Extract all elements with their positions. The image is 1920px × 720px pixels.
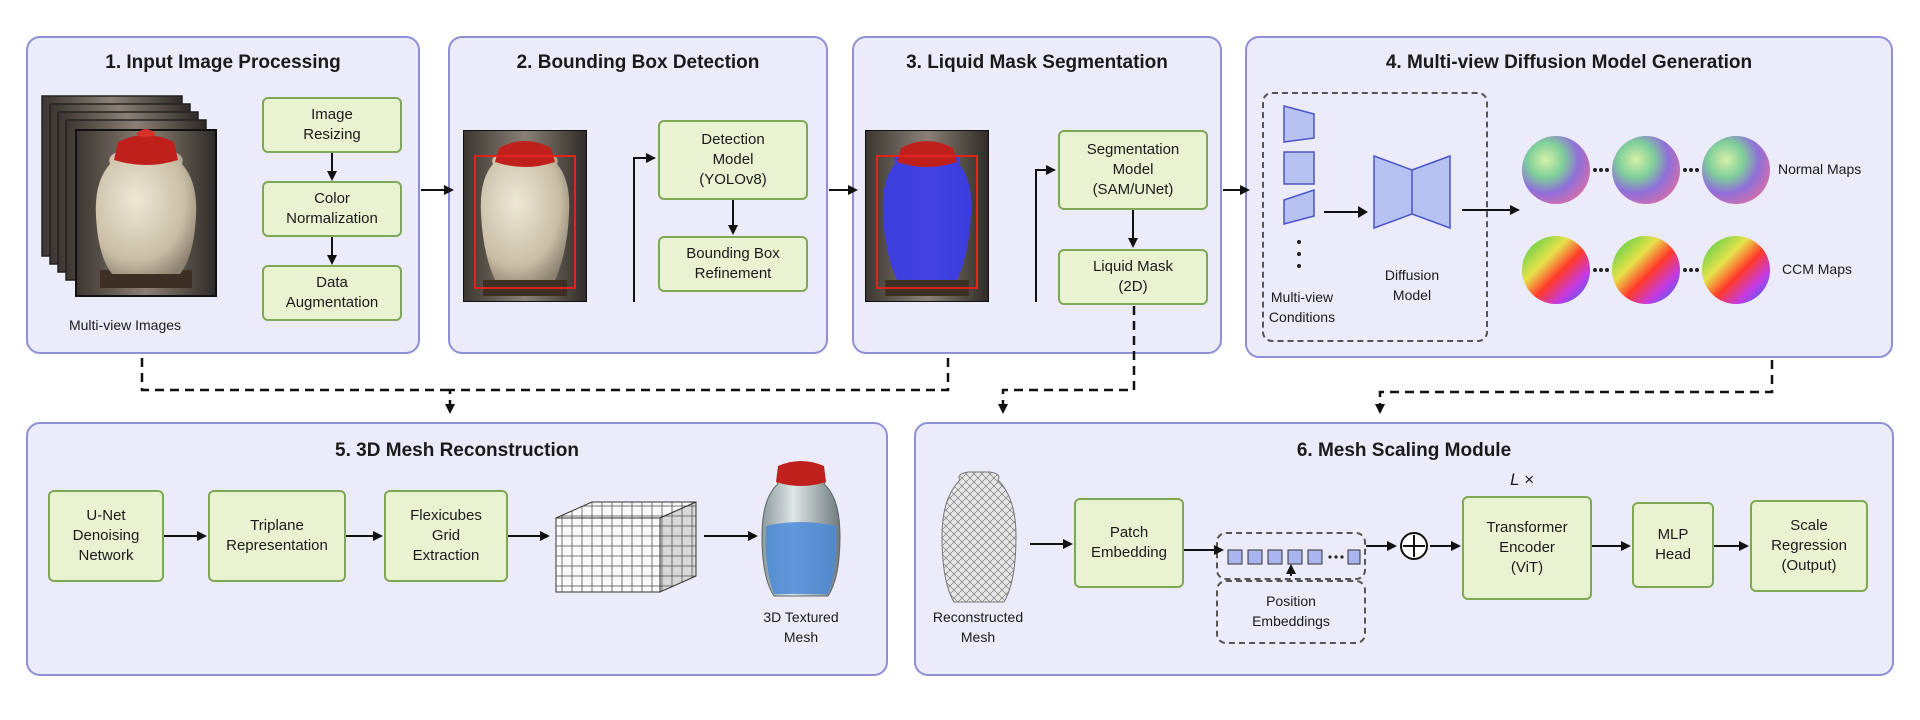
image-resizing-box: Image Resizing bbox=[262, 97, 402, 153]
arrow-icon bbox=[1324, 206, 1368, 218]
diffusion-input-group bbox=[1262, 92, 1488, 342]
embedding-token-group bbox=[1216, 532, 1366, 580]
condition-views bbox=[1283, 105, 1315, 268]
liquid-mask-box: Liquid Mask (2D) bbox=[1058, 249, 1208, 305]
diffusion-contents bbox=[1283, 105, 1451, 268]
data-augmentation-box: Data Augmentation bbox=[262, 265, 402, 321]
jar-photo bbox=[75, 129, 217, 297]
dashed-link-p1-to-p5 bbox=[140, 358, 450, 392]
liquid-mask-photo bbox=[865, 130, 989, 302]
scale-regression-box: Scale Regression (Output) bbox=[1750, 500, 1868, 592]
color-normalization-box: Color Normalization bbox=[262, 181, 402, 237]
normal-maps-label: Normal Maps bbox=[1778, 161, 1862, 177]
panel-title: 4. Multi-view Diffusion Model Generation bbox=[1385, 52, 1753, 73]
plus-circle-icon bbox=[1400, 532, 1428, 560]
ccm-map-sphere-row bbox=[1522, 236, 1770, 304]
segmentation-model-box: Segmentation Model (SAM/UNet) bbox=[1058, 130, 1208, 210]
diffusion-model-shape bbox=[1373, 154, 1451, 230]
mlp-head-box: MLP Head bbox=[1632, 502, 1714, 588]
diffusion-model-label: Diffusion Model bbox=[1384, 267, 1440, 303]
layer-repeat-label: L × bbox=[1510, 470, 1534, 489]
bounding-box-refinement-box: Bounding Box Refinement bbox=[658, 236, 808, 292]
textured-mesh-label: 3D Textured Mesh bbox=[763, 609, 839, 645]
panel-title: 2. Bounding Box Detection bbox=[516, 52, 760, 73]
panel-title: 1. Input Image Processing bbox=[105, 52, 341, 73]
panel-title: 5. 3D Mesh Reconstruction bbox=[335, 440, 579, 461]
flexicubes-extraction-box: Flexicubes Grid Extraction bbox=[384, 490, 508, 582]
position-embeddings-label: Position Embeddings bbox=[1252, 593, 1330, 629]
panel-title: 6. Mesh Scaling Module bbox=[1296, 440, 1512, 461]
wireframe-jar bbox=[941, 471, 1017, 603]
multi-view-conditions-label: Multi-view Conditions bbox=[1268, 289, 1336, 325]
embedding-tokens bbox=[1227, 549, 1361, 565]
position-embedding-group bbox=[1216, 580, 1366, 644]
normal-map-sphere-row bbox=[1522, 136, 1770, 204]
detection-model-box: Detection Model (YOLOv8) bbox=[658, 120, 808, 200]
dashed-link-p4-to-p6 bbox=[1375, 360, 1774, 414]
reconstructed-mesh-label: Reconstructed Mesh bbox=[932, 609, 1024, 645]
bounding-box-photo bbox=[463, 130, 587, 302]
ccm-maps-label: CCM Maps bbox=[1782, 261, 1853, 277]
bounding-box bbox=[474, 155, 576, 289]
voxel-grid bbox=[555, 501, 697, 593]
unet-denoising-box: U-Net Denoising Network bbox=[48, 490, 164, 582]
textured-jar bbox=[761, 461, 841, 597]
dashed-link-p3-to-p5 bbox=[445, 358, 950, 414]
multi-view-images-caption: Multi-view Images bbox=[68, 317, 182, 333]
patch-embedding-box: Patch Embedding bbox=[1074, 498, 1184, 588]
map-outputs bbox=[1522, 136, 1770, 304]
panel-title: 3. Liquid Mask Segmentation bbox=[906, 52, 1168, 73]
transformer-encoder-box: Transformer Encoder (ViT) bbox=[1462, 496, 1592, 600]
liquid-mask bbox=[882, 152, 972, 280]
multi-view-image-stack bbox=[41, 95, 217, 297]
triplane-representation-box: Triplane Representation bbox=[208, 490, 346, 582]
